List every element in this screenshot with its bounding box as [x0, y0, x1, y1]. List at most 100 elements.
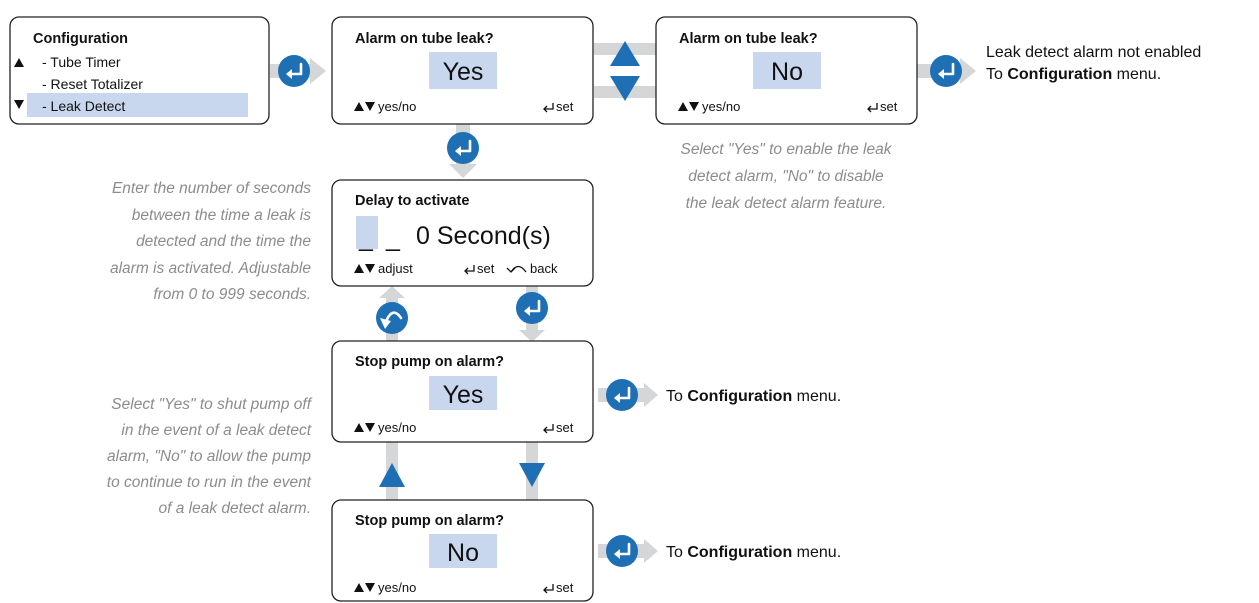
- note-line: alarm, "No" to allow the pump: [107, 448, 311, 465]
- outcome-config-menu: To Configuration menu.: [986, 66, 1161, 83]
- panel-title: Delay to activate: [355, 193, 469, 209]
- connector-arrowhead: [449, 164, 477, 178]
- enter-button[interactable]: [516, 292, 548, 324]
- note-line: Select "Yes" to enable the leak: [681, 141, 893, 158]
- menu-item-leak-detect[interactable]: - Leak Detect: [42, 98, 125, 114]
- enter-icon-arrow: [614, 549, 620, 559]
- enter-button[interactable]: [278, 55, 310, 87]
- set-label: set: [477, 261, 495, 276]
- enter-icon-arrow: [614, 393, 620, 403]
- note-line: Select "Yes" to shut pump off: [111, 396, 312, 413]
- enter-icon: [455, 139, 472, 153]
- alarm-yes-panel: Alarm on tube leak? Yes yes/no set: [331, 16, 594, 125]
- panel-title: Stop pump on alarm?: [355, 354, 504, 370]
- menu-selection-highlight: [27, 93, 248, 117]
- delay-value: 0 Second(s): [416, 222, 551, 250]
- enter-icon-arrow: [938, 69, 944, 79]
- enter-icon: [286, 62, 303, 76]
- panel-title: Alarm on tube leak?: [679, 31, 818, 47]
- connector-arrowhead: [644, 383, 658, 407]
- digit-cursor-highlight: [356, 216, 378, 249]
- note-line: detected and the time the: [136, 233, 311, 250]
- stop-value: No: [447, 539, 479, 567]
- set-enter-icon: [543, 424, 554, 434]
- note-line: from 0 to 999 seconds.: [153, 286, 311, 303]
- alarm-value: Yes: [443, 58, 484, 86]
- connector-arrowhead: [379, 286, 405, 298]
- stop-no-panel: Stop pump on alarm? No yes/no set: [331, 499, 594, 602]
- up-triangle-icon[interactable]: [379, 463, 405, 487]
- up-triangle-icon: [354, 264, 364, 273]
- menu-item-reset-totalizer[interactable]: - Reset Totalizer: [42, 76, 143, 92]
- delay-panel: Delay to activate _ _ 0 Second(s) adjust…: [331, 179, 594, 287]
- set-label: set: [556, 580, 574, 595]
- down-triangle-icon: [365, 102, 375, 111]
- set-label: set: [880, 99, 898, 114]
- stop-value: Yes: [443, 381, 484, 409]
- config-menu-panel: Configuration - Tube Timer - Reset Total…: [9, 16, 270, 125]
- stop-yes-panel: Stop pump on alarm? Yes yes/no set: [331, 340, 594, 443]
- set-enter-icon: [543, 584, 554, 594]
- enter-icon: [524, 299, 541, 313]
- enter-icon: [614, 386, 631, 400]
- note-line: between the time a leak is: [132, 207, 311, 224]
- hint-label: yes/no: [378, 420, 416, 435]
- connector-arrowhead: [310, 58, 326, 84]
- up-triangle-icon: [354, 423, 364, 432]
- note-alarm: Select "Yes" to enable the leak detect a…: [681, 141, 893, 212]
- hint-label: yes/no: [378, 99, 416, 114]
- alarm-no-panel: Alarm on tube leak? No yes/no set: [655, 16, 918, 125]
- value-highlight: [753, 52, 821, 89]
- enter-icon-arrow: [455, 146, 461, 156]
- enter-button[interactable]: [606, 535, 638, 567]
- down-triangle-icon[interactable]: [610, 76, 640, 101]
- down-triangle-icon: [365, 423, 375, 432]
- set-enter-icon: [543, 103, 554, 113]
- value-highlight: [429, 376, 497, 410]
- up-triangle-icon: [354, 102, 364, 111]
- down-triangle-icon: [365, 264, 375, 273]
- scroll-down-icon[interactable]: [14, 100, 24, 109]
- down-triangle-icon: [365, 583, 375, 592]
- note-line: detect alarm, "No" to disable: [688, 168, 884, 185]
- connector-arrowhead: [519, 330, 545, 342]
- enter-icon: [938, 62, 955, 76]
- config-menu-title: Configuration: [33, 31, 128, 47]
- up-triangle-icon: [678, 102, 688, 111]
- connector-arrowhead: [644, 539, 658, 563]
- alarm-value: No: [771, 58, 803, 86]
- panel-title: Alarm on tube leak?: [355, 31, 494, 47]
- outcome-config-menu: To Configuration menu.: [666, 388, 841, 405]
- enter-icon-arrow: [524, 306, 530, 316]
- down-triangle-icon[interactable]: [519, 463, 545, 487]
- note-line: to continue to run in the event: [107, 474, 312, 491]
- set-enter-icon: [464, 265, 475, 275]
- note-line: in the event of a leak detect: [121, 422, 311, 439]
- note-line: of a leak detect alarm.: [159, 500, 312, 517]
- enter-icon: [614, 542, 631, 556]
- menu-item-tube-timer[interactable]: - Tube Timer: [42, 54, 121, 70]
- enter-icon-arrow: [286, 69, 292, 79]
- digit-placeholder: _: [358, 224, 374, 252]
- down-triangle-icon: [689, 102, 699, 111]
- digit-placeholder: _: [385, 224, 401, 252]
- enter-button[interactable]: [930, 55, 962, 87]
- panel-title: Stop pump on alarm?: [355, 513, 504, 529]
- back-button[interactable]: [376, 302, 408, 334]
- enter-button[interactable]: [447, 132, 479, 164]
- outcome-config-menu: To Configuration menu.: [666, 544, 841, 561]
- note-line: alarm is activated. Adjustable: [110, 260, 311, 277]
- value-highlight: [429, 52, 497, 89]
- note-delay: Enter the number of seconds between the …: [110, 180, 311, 303]
- back-icon: [506, 265, 527, 273]
- value-highlight: [429, 534, 497, 568]
- enter-button[interactable]: [606, 379, 638, 411]
- back-icon-arrow: [380, 318, 391, 329]
- scroll-up-icon[interactable]: [14, 58, 24, 67]
- outcome-not-enabled: Leak detect alarm not enabled: [986, 44, 1201, 61]
- note-line: the leak detect alarm feature.: [686, 195, 887, 212]
- up-triangle-icon[interactable]: [610, 41, 640, 66]
- connector-arrowhead: [960, 58, 976, 84]
- hint-label: yes/no: [378, 580, 416, 595]
